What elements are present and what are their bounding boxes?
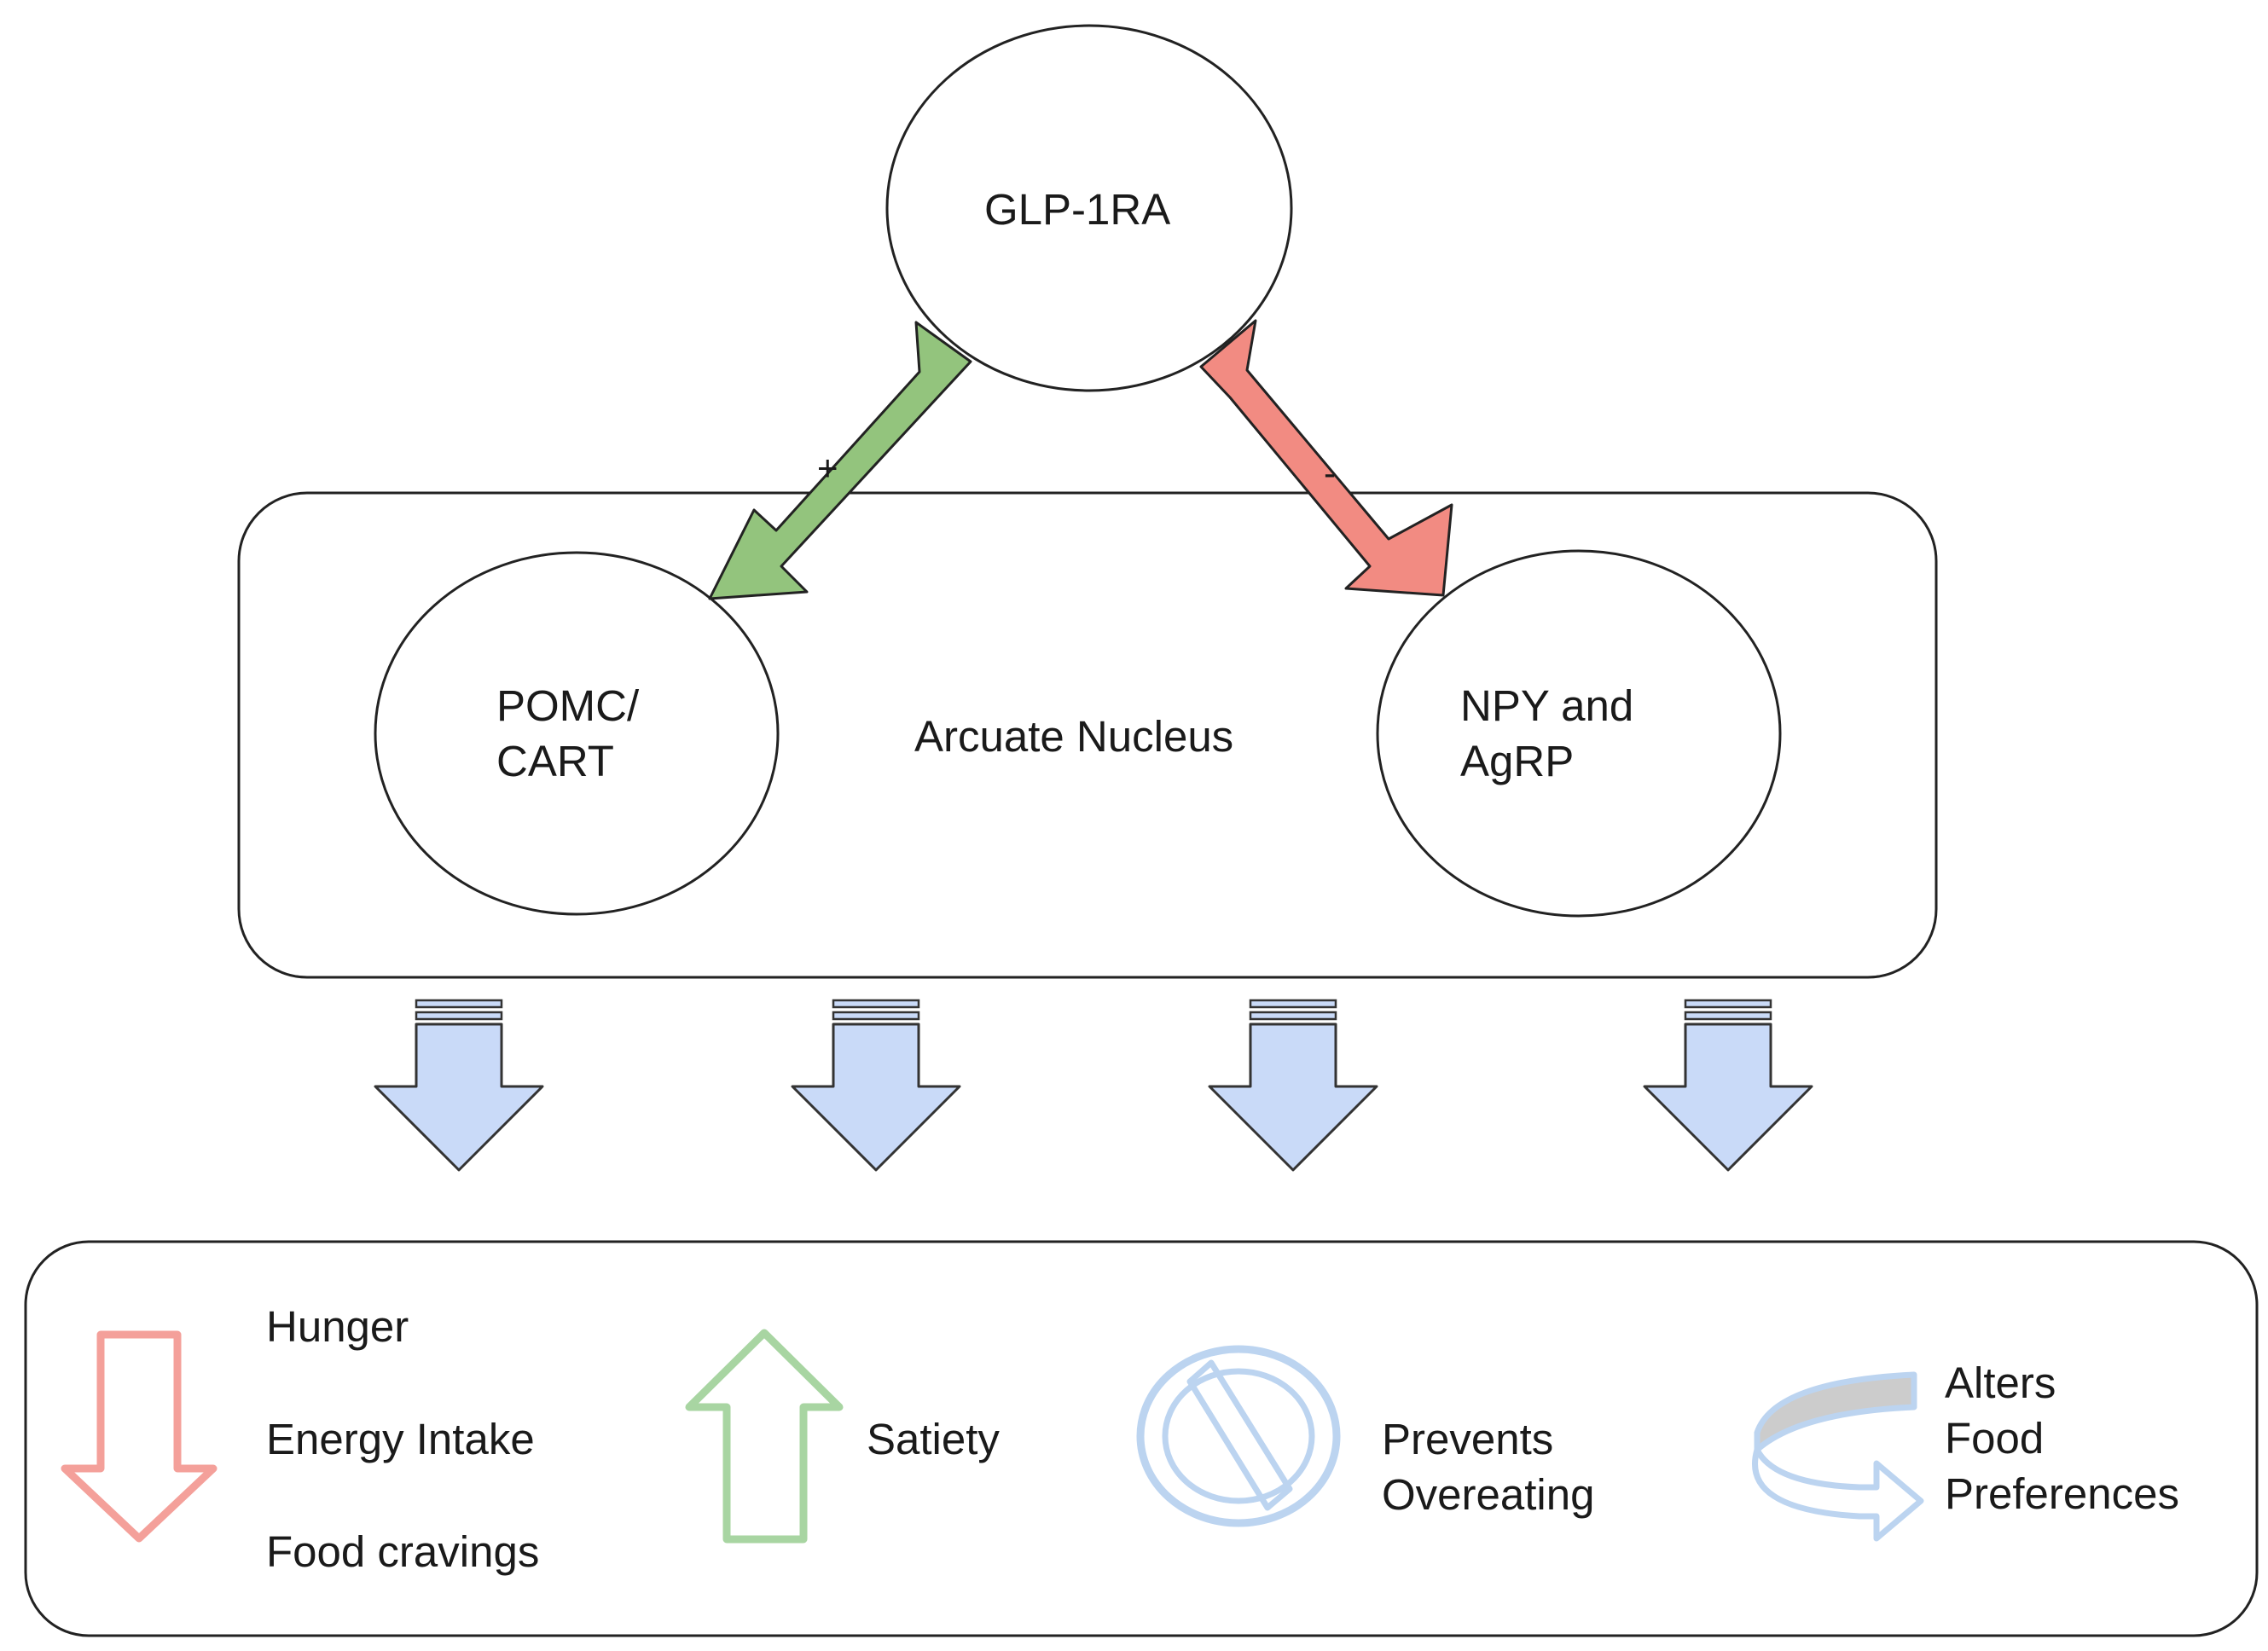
- down-arrow-icon: [61, 1330, 218, 1543]
- glp1ra-node: [885, 24, 1293, 392]
- glp1ra-label: GLP-1RA: [984, 185, 1171, 234]
- output-arrow-3: [1208, 999, 1378, 1172]
- effect-item: Food cravings: [266, 1527, 540, 1576]
- output-arrow-1: [374, 999, 544, 1172]
- output-arrow-2: [791, 999, 961, 1172]
- effect-item: Hunger: [266, 1302, 409, 1351]
- stimulate-sign: +: [817, 448, 838, 488]
- output-arrow-4: [1643, 999, 1813, 1172]
- effect-item: Energy Intake: [266, 1415, 535, 1463]
- satiety-label: Satiety: [867, 1415, 1000, 1463]
- pomc-cart-node: [374, 551, 780, 916]
- stimulate-arrow: [708, 321, 972, 600]
- alters-food-preferences-label: Alters Food Preferences: [1945, 1358, 2179, 1518]
- arcuate-nucleus-label: Arcuate Nucleus: [914, 712, 1234, 761]
- prohibited-icon: [1136, 1345, 1341, 1527]
- pomc-cart-label: POMC/ CART: [496, 681, 640, 785]
- inhibit-arrow: [1199, 319, 1453, 597]
- inhibit-sign: -: [1324, 453, 1336, 493]
- up-arrow-icon: [685, 1329, 844, 1544]
- prevents-overeating-label: Prevents Overeating: [1382, 1415, 1595, 1519]
- curved-arrow-icon: [1752, 1371, 1924, 1542]
- npy-agrp-label: NPY and AgRP: [1460, 681, 1634, 785]
- npy-agrp-node: [1376, 549, 1782, 918]
